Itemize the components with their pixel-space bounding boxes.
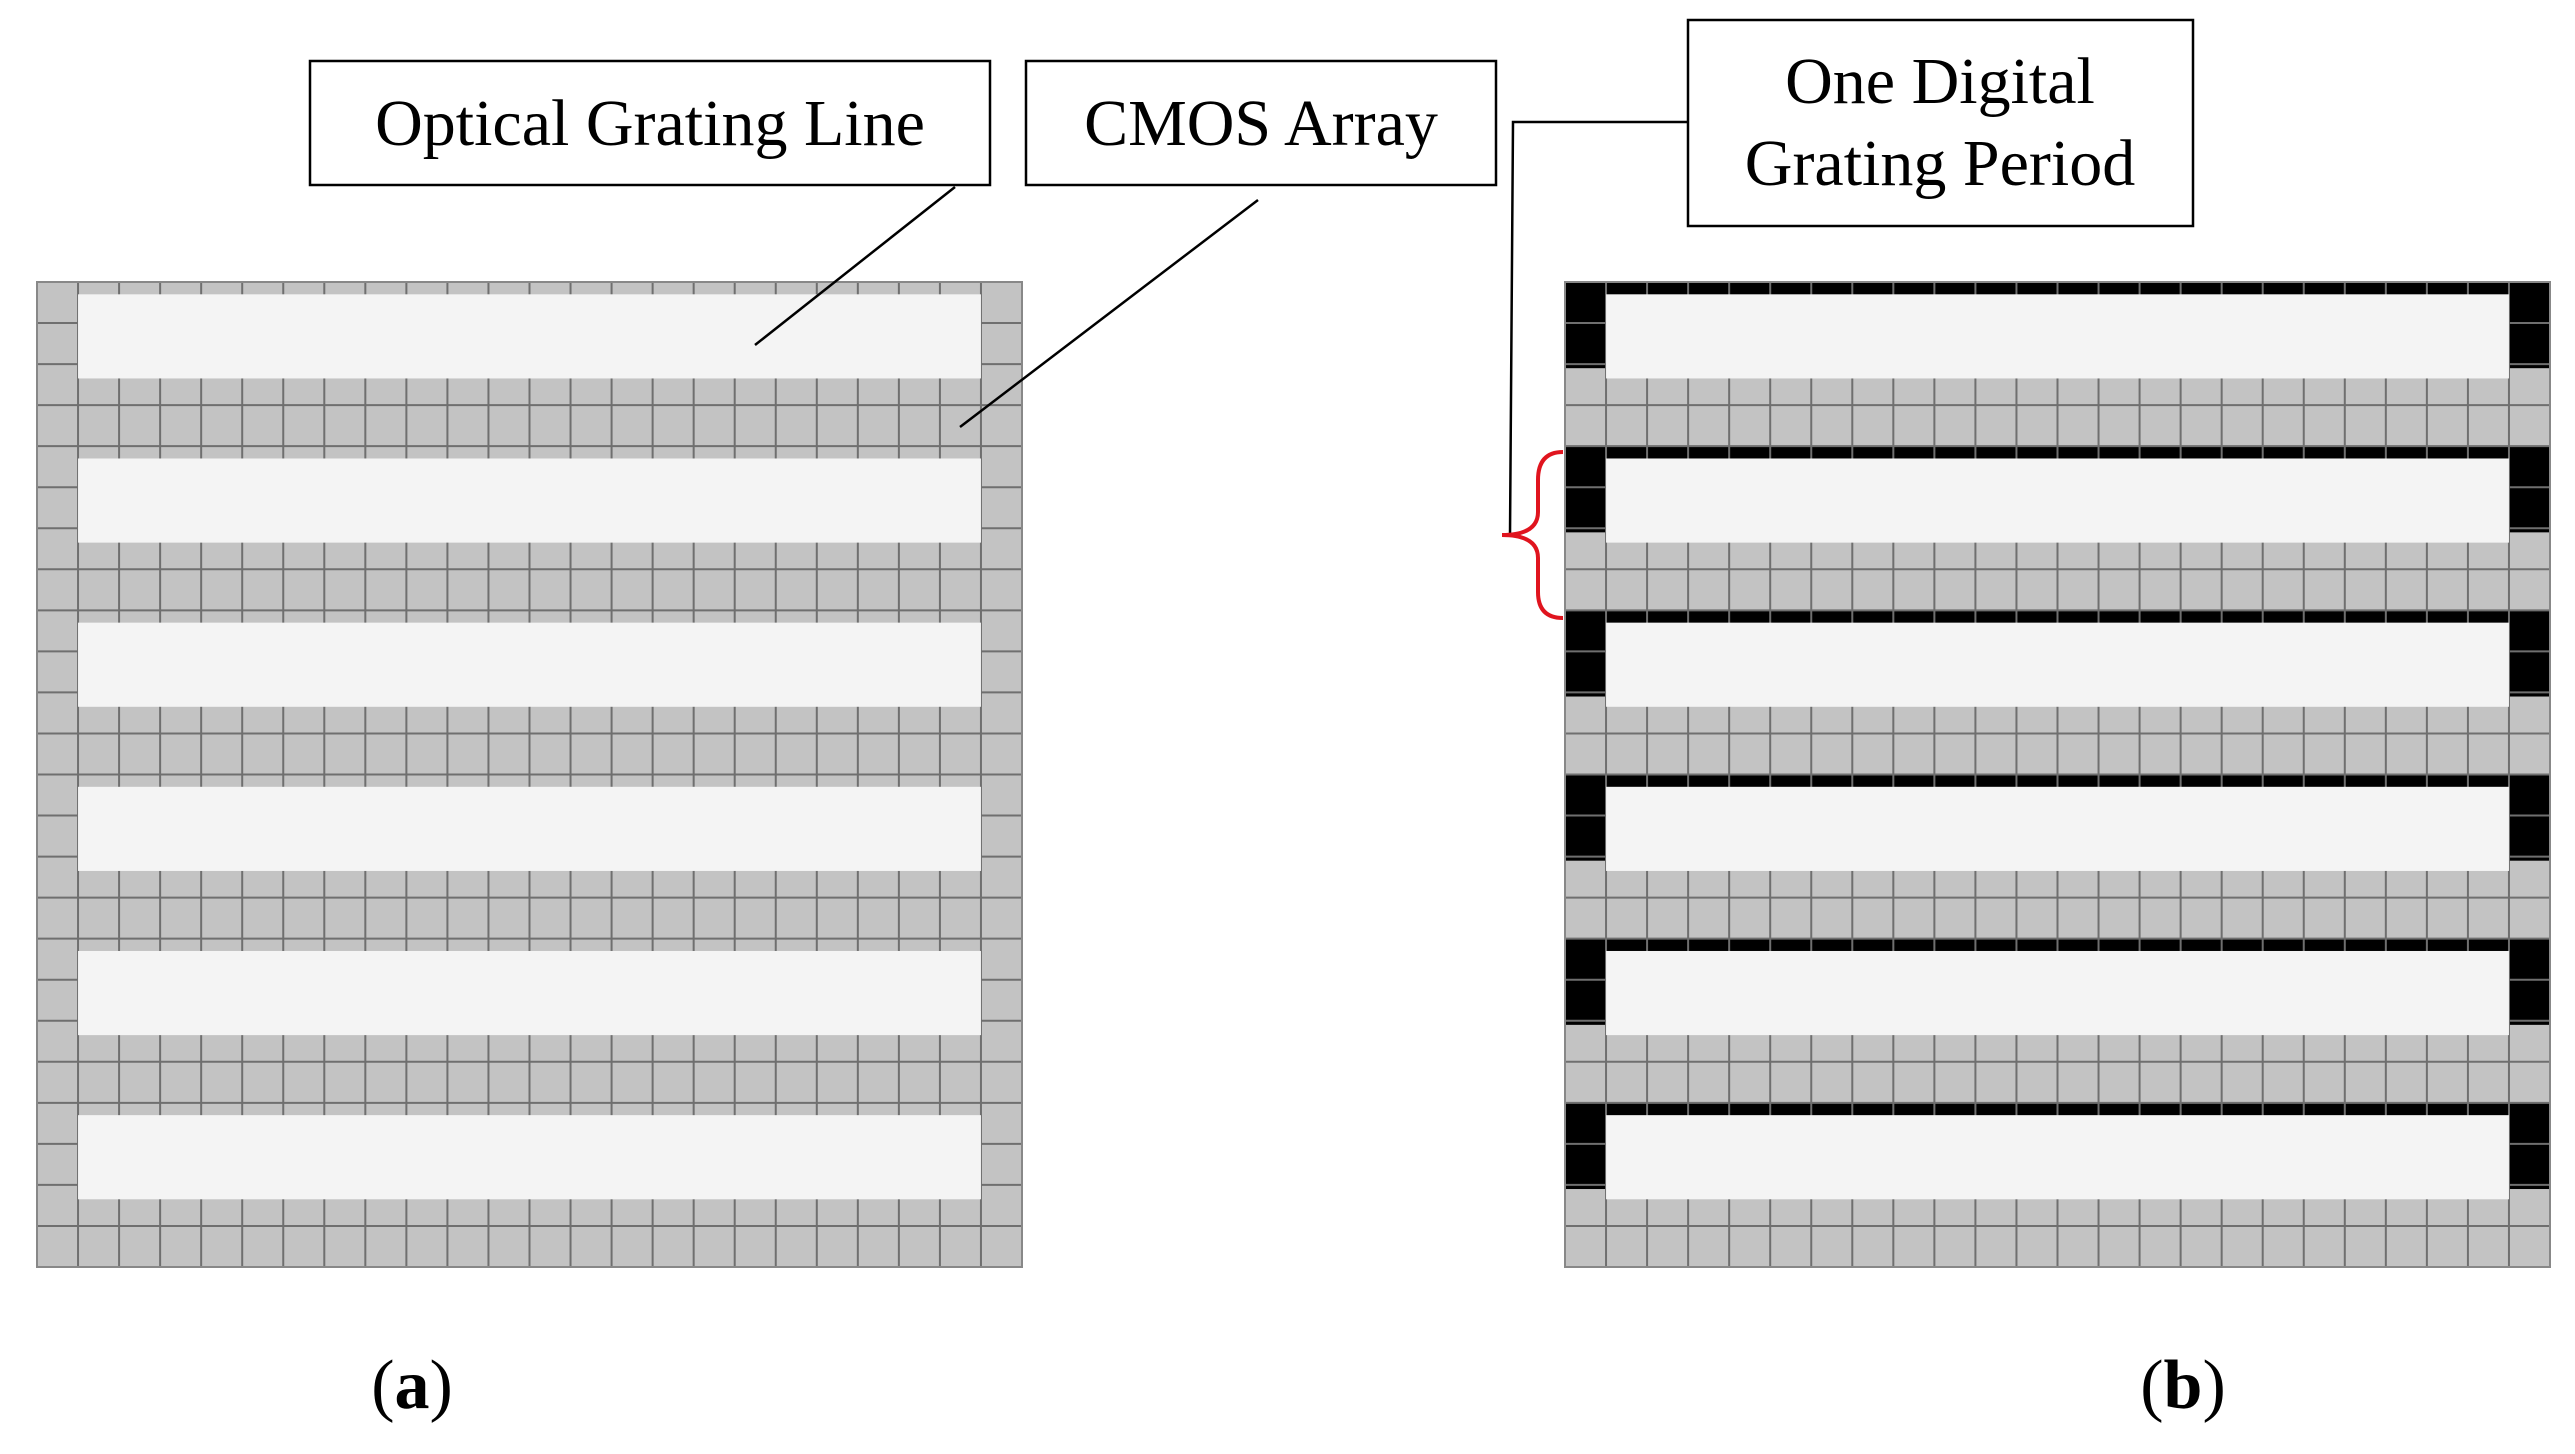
grating-line xyxy=(78,294,981,379)
grating-line xyxy=(1606,786,2509,871)
leader-line xyxy=(754,186,956,346)
digital-black-edge-left xyxy=(1565,1102,1607,1190)
leader-line xyxy=(1508,120,1688,536)
callout-box xyxy=(308,59,992,187)
grating-line xyxy=(78,622,981,707)
callout-box xyxy=(1024,59,1498,187)
digital-black-edge-right xyxy=(2508,446,2550,533)
period-bracket xyxy=(1501,450,1564,620)
callout-label: Optical Grating Line xyxy=(375,87,925,160)
grating-line xyxy=(78,786,981,871)
callout-one-digital-grating-period: One Digital Grating Period xyxy=(1501,18,2195,620)
panel-label-a: (a) xyxy=(371,1347,453,1424)
callout-optical-grating-line: Optical Grating Line xyxy=(308,59,992,346)
panel-border xyxy=(1564,281,2551,1268)
grating-line xyxy=(1606,294,2509,379)
digital-black-edge-right xyxy=(2508,610,2550,697)
grating-line xyxy=(1606,622,2509,707)
panel-b-digital-grating xyxy=(1564,281,2551,1268)
callout-box xyxy=(1686,18,2195,228)
grating-line xyxy=(78,458,981,543)
grating-line xyxy=(1606,458,2509,543)
digital-black-edge-left xyxy=(1565,282,1607,369)
grating-line xyxy=(78,1115,981,1200)
callout-label-line2: Grating Period xyxy=(1745,127,2135,200)
panel-border xyxy=(36,281,1023,1268)
digital-black-edge-right xyxy=(2508,774,2550,861)
leader-line xyxy=(959,199,1259,428)
digital-black-edge-right xyxy=(2508,938,2550,1025)
digital-black-edge-right xyxy=(2508,1102,2550,1190)
panel-a-cmos-grid xyxy=(36,281,1023,1268)
grating-line xyxy=(1606,1115,2509,1200)
digital-black-edge-right xyxy=(2508,282,2550,369)
digital-black-edge-left xyxy=(1565,610,1607,697)
panel-label-b: (b) xyxy=(2140,1347,2226,1424)
digital-black-edge-left xyxy=(1565,774,1607,861)
callout-cmos-array: CMOS Array xyxy=(959,59,1498,428)
callout-label-line1: One Digital xyxy=(1785,45,2095,118)
digital-black-edge-left xyxy=(1565,938,1607,1025)
callout-label: CMOS Array xyxy=(1084,87,1438,160)
digital-black-edge-left xyxy=(1565,446,1607,533)
grating-line xyxy=(78,950,981,1036)
grating-line xyxy=(1606,950,2509,1036)
